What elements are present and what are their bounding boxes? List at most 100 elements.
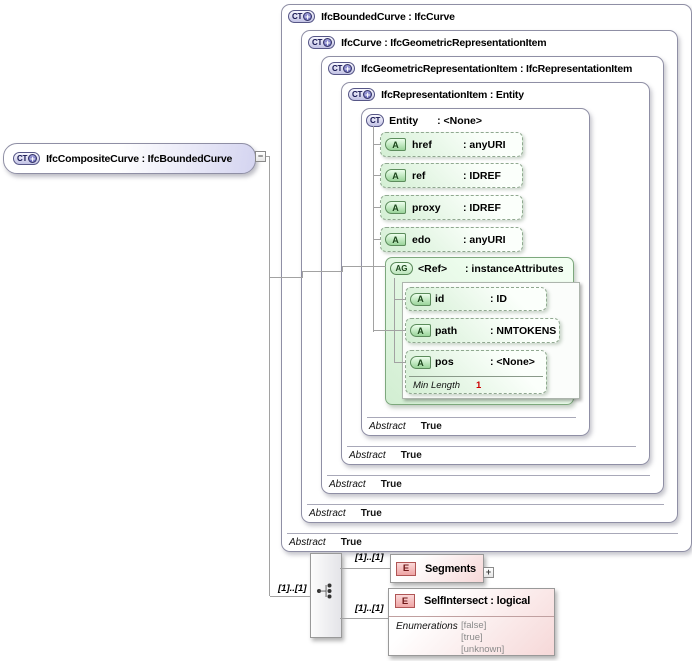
complex-type-label: CT [292, 12, 303, 21]
abstract-label: Abstract [369, 421, 406, 432]
type-header: CT Entity : <None> [366, 114, 482, 127]
type-base: : <None> [437, 114, 483, 127]
attribute-name: href [412, 138, 432, 151]
attribute-group-icon: AG [390, 262, 413, 275]
type-title: IfcRepresentationItem : Entity [381, 88, 524, 101]
connector-line [270, 596, 310, 597]
complex-type-label: CT [332, 64, 343, 73]
connector-line [340, 568, 390, 569]
attribute-icon: A [385, 138, 406, 151]
abstract-value: True [420, 421, 442, 432]
divider [367, 417, 576, 418]
derived-plus-icon: + [28, 154, 38, 164]
divider [347, 446, 636, 447]
type-header: CT+ IfcRepresentationItem : Entity [348, 88, 524, 101]
element-header: E SelfIntersect : logical [395, 594, 530, 608]
element-label: SelfIntersect : logical [424, 595, 531, 607]
type-title: IfcCurve : IfcGeometricRepresentationIte… [341, 36, 547, 49]
element-selfintersect[interactable]: E SelfIntersect : logical Enumerations [… [388, 588, 555, 656]
divider [409, 376, 543, 377]
derived-plus-icon: + [363, 90, 373, 100]
connector-line [373, 266, 386, 267]
attribute-icon: A [385, 169, 406, 182]
attribute-id[interactable]: A id : ID [405, 287, 547, 311]
constraint-label: Min Length [413, 380, 461, 391]
sequence-icon [317, 583, 332, 599]
attribute-type: : anyURI [463, 233, 506, 246]
attribute-type: : <None> [490, 356, 535, 368]
group-name: <Ref> [418, 262, 448, 275]
element-segments[interactable]: E Segments [390, 554, 484, 583]
connector-line [266, 156, 270, 157]
type-box-ifcrepresentationitem[interactable]: CT+ IfcRepresentationItem : Entity Abstr… [341, 82, 650, 465]
connector-line [373, 144, 381, 145]
derived-plus-icon: + [323, 38, 333, 48]
element-icon: E [395, 594, 415, 608]
attribute-tree-line [373, 126, 374, 332]
type-title: IfcGeometricRepresentationItem : IfcRepr… [361, 62, 633, 75]
connector-line [394, 299, 405, 300]
abstract-label: Abstract [329, 479, 366, 490]
abstract-value: True [360, 508, 382, 519]
attribute-path[interactable]: A path : NMTOKENS [405, 318, 560, 343]
expand-button[interactable]: + [483, 567, 494, 578]
attribute-type: : ID [490, 293, 507, 305]
element-header: E Segments [391, 555, 483, 582]
type-name: Entity [389, 114, 419, 127]
complex-type-icon: CT+ [308, 36, 336, 49]
connector-line [373, 175, 381, 176]
type-box-entity[interactable]: CT Entity : <None> Abstract True [361, 108, 590, 436]
connector-line [373, 239, 381, 240]
abstract-row: Abstract True [309, 508, 382, 519]
element-label: Segments [425, 562, 476, 575]
attribute-type: : IDREF [463, 169, 501, 182]
connector-line [269, 277, 302, 278]
enumeration-values: [false] [true] [unknown] [461, 620, 504, 656]
attribute-icon: A [410, 356, 431, 369]
enumerations-label: Enumerations [396, 621, 458, 632]
connector-line [342, 266, 373, 267]
complex-type-label: CT [370, 116, 381, 125]
complex-type-label: CT [352, 90, 363, 99]
cardinality-label: [1]..[1] [355, 603, 384, 614]
attribute-ref[interactable]: A ref : IDREF [380, 163, 523, 188]
abstract-row: Abstract True [289, 537, 362, 548]
enumeration-value: [true] [461, 632, 483, 643]
collapse-button[interactable]: − [255, 151, 266, 162]
group-tree-line [394, 278, 395, 363]
complex-type-icon: CT+ [13, 152, 41, 165]
type-box-ifccurve[interactable]: CT+ IfcCurve : IfcGeometricRepresentatio… [301, 30, 678, 523]
abstract-label: Abstract [289, 537, 326, 548]
type-header: CT+ IfcBoundedCurve : IfcCurve [288, 10, 455, 23]
attribute-name: edo [412, 233, 431, 246]
attribute-name: proxy [412, 201, 441, 214]
attribute-type: : IDREF [463, 201, 501, 214]
element-icon: E [396, 561, 416, 576]
enumeration-value: [false] [461, 620, 487, 631]
abstract-label: Abstract [309, 508, 346, 519]
connector-line [342, 266, 343, 272]
attribute-proxy[interactable]: A proxy : IDREF [380, 195, 523, 220]
attribute-icon: A [410, 292, 431, 306]
type-box-ifcgeometricrepresentationitem[interactable]: CT+ IfcGeometricRepresentationItem : Ifc… [321, 56, 664, 494]
complex-type-label: CT [312, 38, 323, 47]
attribute-href[interactable]: A href : anyURI [380, 132, 523, 157]
cardinality-label: [1]..[1] [355, 552, 384, 563]
attribute-edo[interactable]: A edo : anyURI [380, 227, 523, 252]
node-ifccompositecurve[interactable]: CT+ IfcCompositeCurve : IfcBoundedCurve [3, 143, 256, 174]
cardinality-label: [1]..[1] [278, 583, 307, 594]
attribute-type: : anyURI [463, 138, 506, 151]
connector-line [302, 271, 303, 278]
complex-type-icon: CT [366, 114, 385, 127]
divider [327, 475, 650, 476]
attribute-icon: A [410, 324, 431, 337]
attribute-name: id [435, 293, 445, 305]
abstract-value: True [340, 537, 362, 548]
complex-type-icon: CT+ [348, 88, 376, 101]
attribute-name: ref [412, 169, 426, 182]
attribute-icon: A [385, 233, 406, 246]
